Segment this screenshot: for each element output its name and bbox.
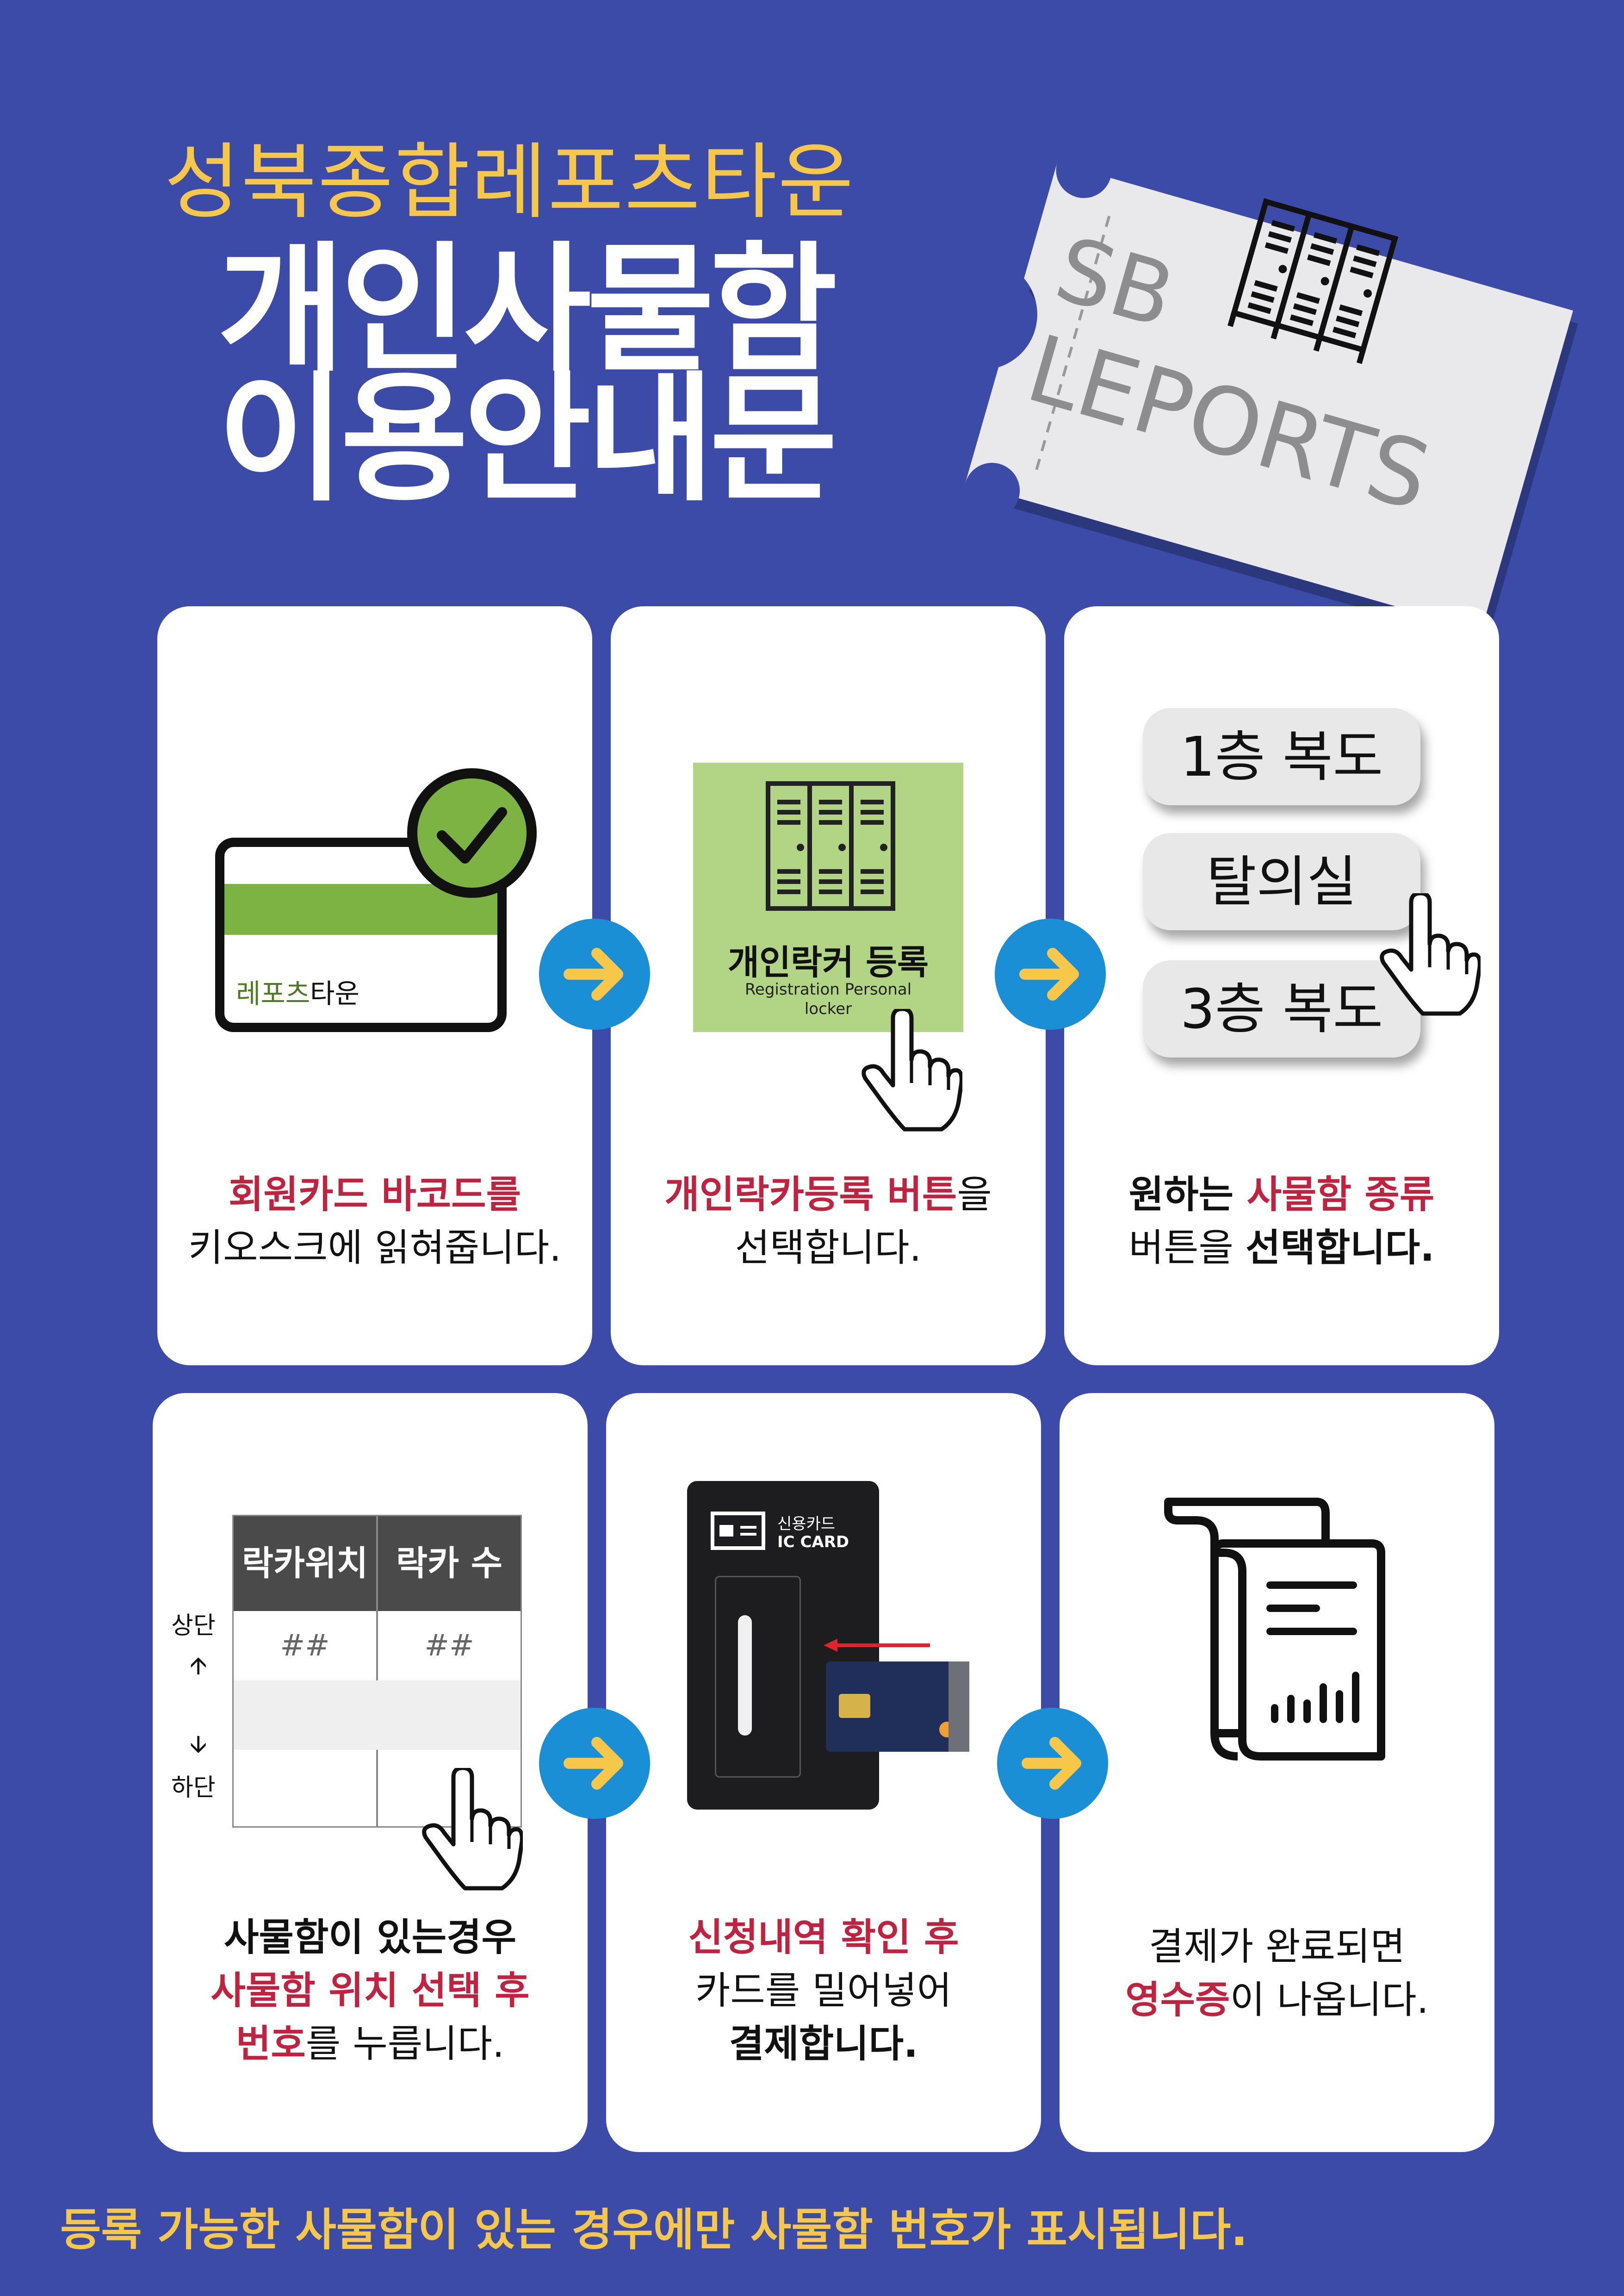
step-1-caption-line-2: 키오스크에 읽혀줍니다. bbox=[188, 1226, 562, 1270]
arrow-right-icon bbox=[539, 1708, 650, 1819]
arrow-right-icon bbox=[997, 1708, 1108, 1819]
step-3-caption: 원하는 사물함 종류 버튼을 선택합니다. bbox=[1064, 1169, 1499, 1275]
pointer-hand-icon bbox=[1379, 891, 1482, 1020]
step-5-caption-line-2: 카드를 밀어넣어 bbox=[695, 1968, 952, 2013]
option-floor-3: 3층 복도 bbox=[1143, 960, 1420, 1058]
arrow-down-icon: 🡫 bbox=[190, 1730, 207, 1758]
terminal-label-2: IC CARD bbox=[777, 1533, 849, 1551]
register-button-sub-1: Registration Personal bbox=[744, 980, 912, 999]
step-2-caption-rest: 을 bbox=[957, 1173, 992, 1217]
terminal-label-1: 신용카드 bbox=[777, 1515, 836, 1533]
step-3-caption-red: 사물함 종류 bbox=[1246, 1173, 1435, 1217]
title-line-2: 이용안내문 bbox=[217, 359, 837, 520]
step-4-caption-red: 번호 bbox=[236, 2022, 306, 2066]
step-card-1: 레포츠타운 회원카드 바코드를 키오스크에 읽혀줍니다. bbox=[157, 606, 592, 1365]
table-cell-count: ## bbox=[424, 1629, 474, 1663]
step-5-caption-line-3: 결제합니다. bbox=[729, 2022, 918, 2066]
step-1-caption: 회원카드 바코드를 키오스크에 읽혀줍니다. bbox=[157, 1169, 592, 1275]
footer-notice: 등록 가능한 사물함이 있는 경우에만 사물함 번호가 표시됩니다. bbox=[60, 2204, 1248, 2256]
ticket-graphic: SB LEPORTS bbox=[879, 83, 1601, 713]
locker-icon bbox=[763, 779, 898, 920]
member-card-icon bbox=[213, 759, 546, 1039]
step-2-caption-red: 개인락카등록 버튼 bbox=[664, 1173, 957, 1217]
table-divider bbox=[376, 1516, 378, 1826]
step-4-caption-rest: 를 누릅니다. bbox=[305, 2022, 505, 2066]
arrow-right-icon bbox=[995, 919, 1106, 1030]
register-locker-button: 개인락커 등록 Registration Personal locker bbox=[693, 763, 963, 1032]
step-3-caption-bold: 원하는 bbox=[1128, 1173, 1247, 1217]
label-bottom: 하단 bbox=[171, 1774, 216, 1802]
arrow-up-icon: 🡩 bbox=[190, 1652, 207, 1680]
locker-table: 락카위치 락카 수 ## ## bbox=[232, 1515, 522, 1828]
step-6-caption-rest: 이 나옵니다. bbox=[1230, 1978, 1429, 2022]
step-card-6: 결제가 완료되면 영수증이 나옵니다. bbox=[1060, 1393, 1494, 2152]
option-floor-1: 1층 복도 bbox=[1143, 708, 1420, 805]
step-1-caption-line-1: 회원카드 바코드를 bbox=[228, 1173, 521, 1217]
table-row-shaded bbox=[234, 1680, 521, 1750]
member-card-label-green: 레포츠 bbox=[236, 978, 310, 1009]
step-card-4: 락카위치 락카 수 ## ## 상단 🡩 🡫 하단 사물함이 있는경우 사물함 … bbox=[153, 1393, 588, 2152]
step-6-caption-line-1: 결제가 완료되면 bbox=[1148, 1925, 1406, 1969]
receipt-icon bbox=[1159, 1493, 1409, 1767]
step-6-caption-red: 영수증 bbox=[1125, 1978, 1230, 2022]
credit-card bbox=[826, 1661, 969, 1752]
step-4-caption-line-1: 사물함이 있는경우 bbox=[223, 1916, 517, 1960]
option-locker-room: 탈의실 bbox=[1143, 833, 1420, 930]
subtitle: 성북종합레포츠타운 bbox=[164, 134, 855, 230]
step-card-2: 개인락커 등록 Registration Personal locker 개인락… bbox=[611, 606, 1046, 1365]
step-card-3: 1층 복도 탈의실 3층 복도 원하는 사물함 종류 버튼을 선택합니다. bbox=[1064, 606, 1499, 1365]
card-terminal: 신용카드 IC CARD bbox=[687, 1481, 879, 1810]
step-3-caption-line-2b: 선택합니다. bbox=[1246, 1226, 1435, 1270]
member-card-label-rest: 타운 bbox=[310, 978, 360, 1009]
step-3-caption-line-2a: 버튼을 bbox=[1128, 1226, 1246, 1270]
pointer-hand-icon bbox=[421, 1766, 524, 1895]
step-2-caption: 개인락카등록 버튼을 선택합니다. bbox=[611, 1169, 1046, 1275]
card-edge bbox=[948, 1661, 969, 1752]
ic-card-icon bbox=[708, 1504, 768, 1557]
register-button-title: 개인락커 등록 bbox=[727, 943, 929, 983]
card-chip bbox=[839, 1694, 870, 1718]
step-5-caption: 신청내역 확인 후 카드를 밀어넣어 결제합니다. bbox=[606, 1911, 1041, 2071]
card-slot bbox=[715, 1576, 801, 1778]
insert-arrow-icon bbox=[824, 1636, 935, 1656]
register-button-sub-2: locker bbox=[804, 1000, 852, 1018]
table-header-position: 락카위치 bbox=[242, 1543, 368, 1583]
step-2-caption-line-2: 선택합니다. bbox=[735, 1226, 922, 1270]
table-header-count: 락카 수 bbox=[396, 1543, 502, 1583]
step-4-caption-line-2: 사물함 위치 선택 후 bbox=[211, 1968, 530, 2013]
step-card-5: 신용카드 IC CARD 신청내역 확인 후 카드를 밀어넣어 결제합니다. bbox=[606, 1393, 1041, 2152]
pointer-hand-icon bbox=[861, 1007, 964, 1136]
label-top: 상단 bbox=[171, 1612, 216, 1640]
slot-light bbox=[738, 1615, 752, 1736]
arrow-right-icon bbox=[539, 919, 650, 1030]
locker-icon bbox=[1217, 190, 1406, 381]
step-4-caption: 사물함이 있는경우 사물함 위치 선택 후 번호를 누릅니다. bbox=[153, 1911, 588, 2071]
member-card-label: 레포츠타운 bbox=[236, 972, 360, 1011]
title-line-1: 개인사물함 bbox=[217, 229, 837, 391]
step-5-caption-line-1: 신청내역 확인 후 bbox=[688, 1916, 959, 1960]
table-cell-position: ## bbox=[280, 1629, 330, 1663]
step-6-caption: 결제가 완료되면 영수증이 나옵니다. bbox=[1060, 1921, 1494, 2027]
